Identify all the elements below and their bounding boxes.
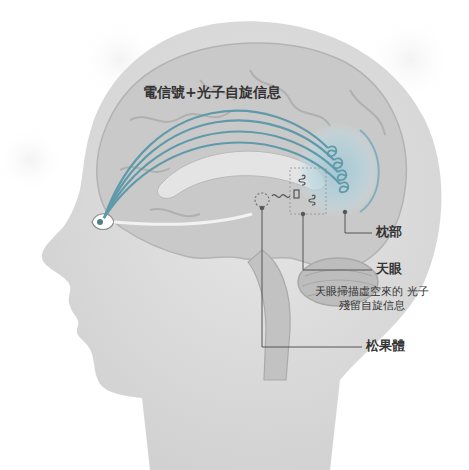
coil xyxy=(272,195,290,198)
leader-dot xyxy=(343,210,347,214)
head-silhouette xyxy=(42,21,442,470)
gyrus xyxy=(150,209,200,216)
spin-loop xyxy=(340,182,349,192)
pupil xyxy=(97,219,103,225)
signal-arcs xyxy=(104,111,340,218)
spin-loop xyxy=(328,146,337,156)
brainstem xyxy=(248,250,290,380)
leader-dot xyxy=(301,212,305,216)
signal-loops xyxy=(328,146,349,192)
leader-third-eye xyxy=(303,214,372,270)
eye xyxy=(92,214,114,230)
cerebrum xyxy=(97,43,406,270)
part-label: 枕部 xyxy=(376,224,402,240)
third-eye-region xyxy=(290,168,326,214)
signal-label: 電信號+光子自旋信息 xyxy=(143,84,281,102)
note-label: 天眼掃描虛空來的 光子殘留自旋信息 xyxy=(312,285,432,313)
coil xyxy=(299,175,305,185)
part-label: 天眼 xyxy=(376,261,402,277)
coil-block xyxy=(294,190,299,198)
occipital-glow xyxy=(296,122,380,218)
optic-nerve xyxy=(114,214,252,224)
occipital-outline xyxy=(360,130,379,212)
fold xyxy=(305,270,372,276)
spin-loop xyxy=(334,158,343,168)
coil xyxy=(309,195,315,205)
spin-loop xyxy=(338,170,347,180)
background-spot xyxy=(0,125,65,195)
leader-pineal xyxy=(262,208,362,347)
signal-arc xyxy=(104,120,334,218)
leader-occipital xyxy=(345,212,372,233)
signal-arc xyxy=(104,143,340,218)
pineal-gland xyxy=(255,193,269,207)
spin-coils xyxy=(272,175,315,205)
part-label: 松果體 xyxy=(366,338,405,354)
leader-lines xyxy=(260,206,372,347)
leader-dot xyxy=(260,206,264,210)
